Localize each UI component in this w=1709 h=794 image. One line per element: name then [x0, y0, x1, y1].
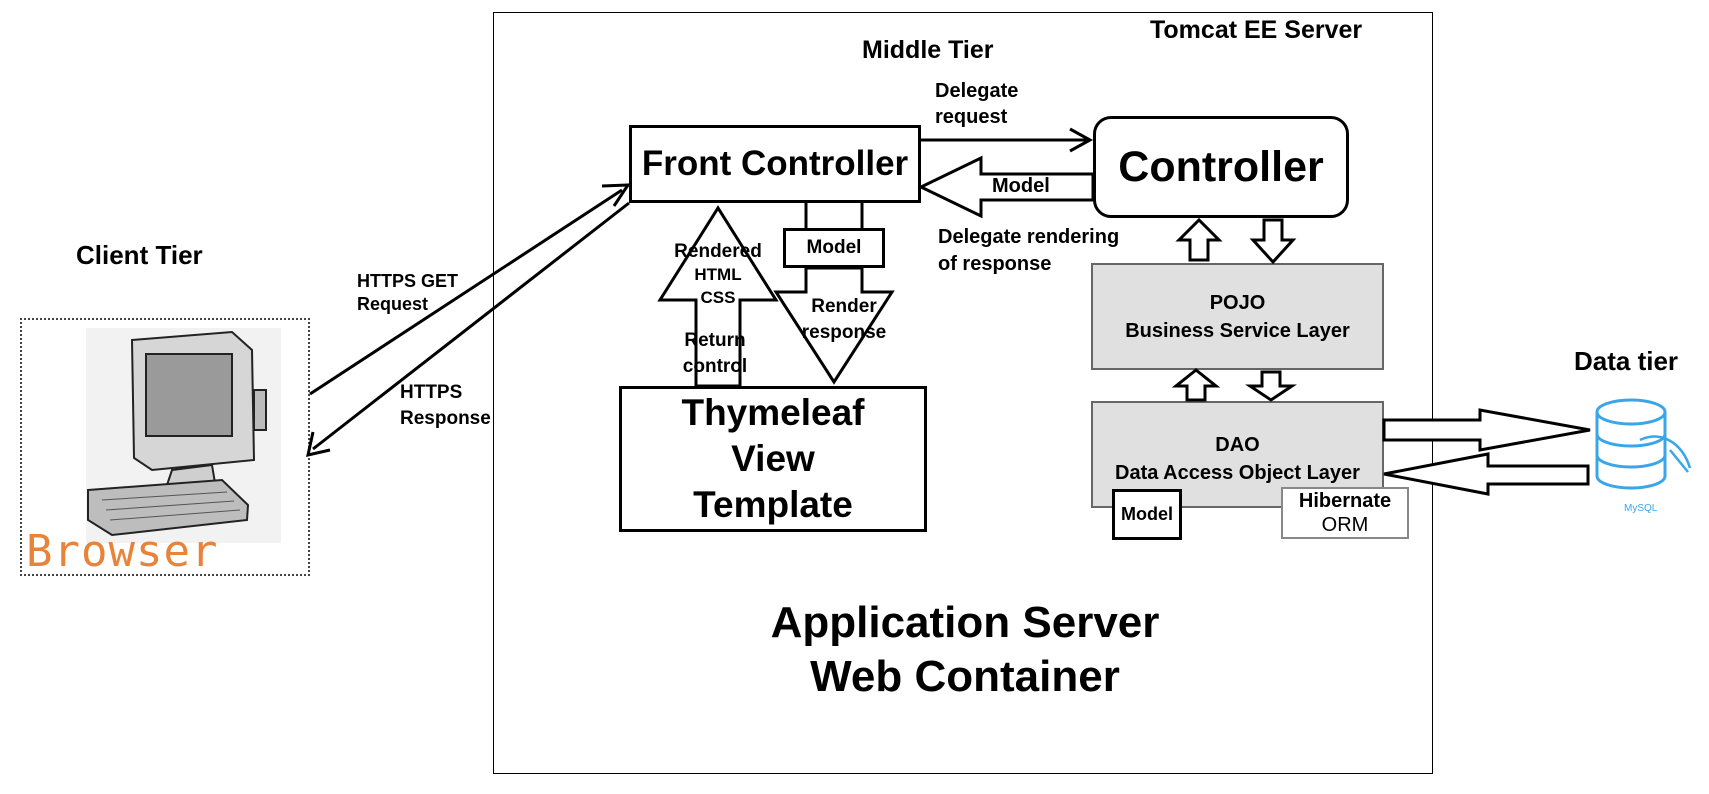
- rendered-html-arrow: [657, 205, 779, 388]
- render-line1: Render: [811, 296, 877, 317]
- dao-to-db-arrow: [1382, 408, 1591, 452]
- https-request-arrowhead: [601, 183, 631, 207]
- front-controller-box: Front Controller: [629, 125, 921, 203]
- rendered-line2: HTML: [694, 265, 742, 284]
- hibernate-orm-box: Hibernate ORM: [1281, 487, 1409, 539]
- delegate-request-line1: Delegate: [935, 80, 1019, 102]
- controller-to-front-model-arrow: [917, 155, 1095, 219]
- return-line1: Return: [684, 330, 746, 351]
- thymeleaf-line3: Template: [693, 484, 853, 525]
- delegate-request-label: Delegate request: [935, 78, 1018, 130]
- controller-to-pojo-arrow: [1249, 218, 1297, 265]
- render-line2: response: [801, 322, 887, 343]
- pojo-line2: Business Service Layer: [1125, 319, 1350, 342]
- app-server-line2: Web Container: [810, 652, 1120, 701]
- pojo-layer-box: POJO Business Service Layer: [1091, 263, 1384, 370]
- application-server-container: [493, 12, 1433, 774]
- hibernate-line2: ORM: [1321, 514, 1369, 536]
- data-tier-label: Data tier: [1574, 346, 1679, 376]
- delegate-rendering-line1: Delegate rendering: [938, 226, 1120, 248]
- thymeleaf-line1: Thymeleaf: [681, 392, 865, 433]
- client-tier-label: Client Tier: [76, 240, 203, 270]
- render-response-arrow: [773, 266, 895, 385]
- controller-label: Controller: [1118, 142, 1324, 191]
- https-request-arrow: [309, 188, 623, 396]
- front-to-view-model-box: Model: [783, 228, 885, 268]
- https-response-arrow: [312, 201, 630, 451]
- dao-line1: DAO: [1215, 434, 1260, 456]
- browser-label: Browser: [26, 526, 219, 577]
- return-control-label: Return control: [660, 328, 770, 380]
- controller-to-front-model-label: Model: [992, 175, 1050, 197]
- thymeleaf-line2: View: [731, 438, 815, 479]
- https-response-label: HTTPS Response: [400, 380, 491, 432]
- mysql-label: MySQL: [1624, 503, 1658, 514]
- application-server-title: Application Server Web Container: [700, 596, 1230, 704]
- browser-frame: Browser: [20, 318, 310, 577]
- dao-line2: Data Access Object Layer: [1115, 462, 1360, 484]
- rendered-line3: CSS: [700, 288, 736, 307]
- front-to-view-model-label: Model: [806, 237, 862, 258]
- server-title: Tomcat EE Server: [1150, 16, 1363, 44]
- pojo-line1: POJO: [1209, 291, 1266, 314]
- https-get-line2: Request: [357, 294, 429, 314]
- https-response-line1: HTTPS: [400, 382, 463, 403]
- mysql-database-icon: [1595, 398, 1692, 490]
- https-get-line1: HTTPS GET: [357, 271, 459, 291]
- front-controller-label: Front Controller: [641, 144, 909, 183]
- controller-box: Controller: [1093, 116, 1349, 218]
- db-to-dao-arrow: [1383, 452, 1590, 496]
- hibernate-line1: Hibernate: [1298, 490, 1392, 512]
- dao-model-label: Model: [1121, 504, 1173, 524]
- thymeleaf-view-box: Thymeleaf View Template: [619, 386, 927, 532]
- https-response-line2: Response: [400, 408, 491, 429]
- https-response-arrowhead: [306, 431, 331, 457]
- rendered-html-label: Rendered HTML CSS: [653, 240, 783, 309]
- return-line2: control: [682, 356, 748, 377]
- render-response-label: Render response: [784, 294, 904, 346]
- computer-icon: [86, 328, 281, 543]
- dao-to-pojo-arrow: [1171, 368, 1221, 402]
- app-server-line1: Application Server: [770, 598, 1160, 647]
- middle-tier-label: Middle Tier: [862, 36, 994, 64]
- delegate-rendering-line2: of response: [938, 253, 1052, 275]
- pojo-to-dao-arrow: [1245, 370, 1297, 402]
- https-get-label: HTTPS GET Request: [357, 270, 458, 316]
- delegate-rendering-label: Delegate rendering of response: [938, 224, 1119, 278]
- pojo-to-controller-arrow: [1175, 217, 1223, 262]
- dao-model-box: Model: [1112, 489, 1182, 540]
- rendered-line1: Rendered: [674, 241, 762, 262]
- delegate-request-line2: request: [935, 106, 1008, 128]
- delegate-request-arrowhead: [1069, 127, 1094, 153]
